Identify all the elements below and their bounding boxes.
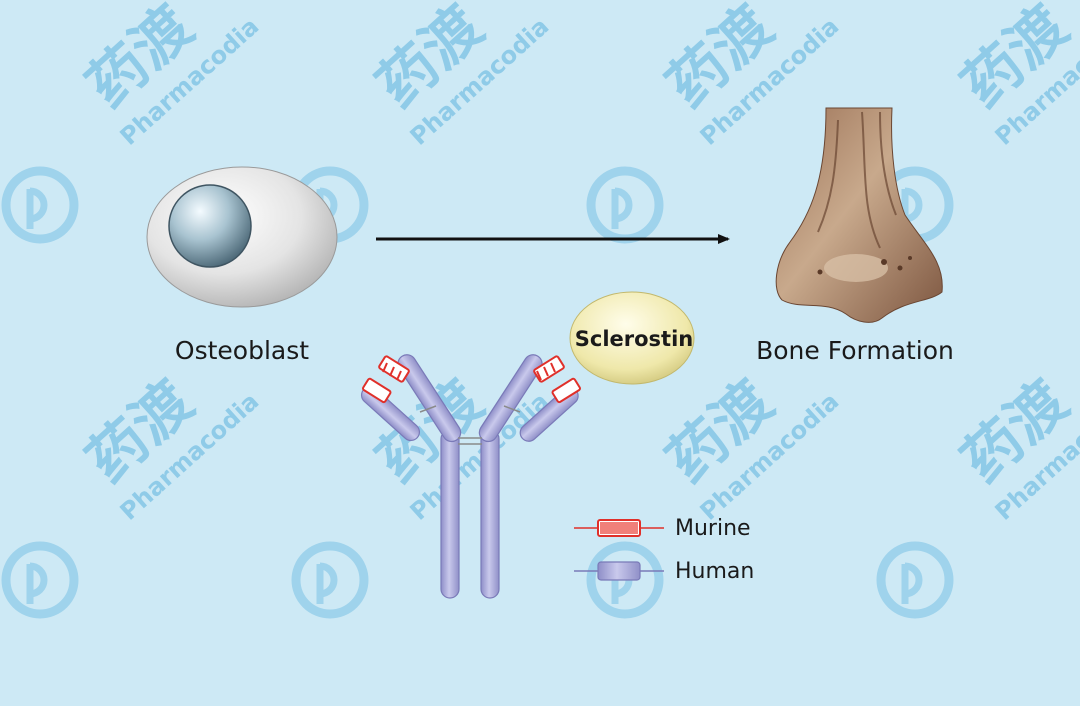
disulfide-bonds — [419, 405, 521, 445]
watermark-logo — [876, 541, 954, 619]
legend-label-human: Human — [675, 559, 754, 584]
osteoblast-cell — [146, 166, 338, 308]
legend-item-human: Human — [574, 559, 754, 584]
watermark-logo — [1, 166, 79, 244]
watermark-logo — [1, 541, 79, 619]
sclerostin-molecule — [569, 291, 695, 385]
osteoblast-nucleus — [168, 184, 252, 268]
sclerostin-label: Sclerostin — [575, 327, 693, 351]
legend-label-murine: Murine — [675, 516, 751, 541]
bone-formation-label: Bone Formation — [756, 336, 954, 365]
legend-item-murine: Murine — [574, 516, 751, 541]
legend: Murine Human — [574, 516, 754, 584]
watermark-layer: 药渡 Pharmacodia 药渡 Pharmacodia 药渡 Pharmac… — [1, 0, 1080, 619]
watermark-logo — [586, 166, 664, 244]
bone-image — [775, 107, 943, 323]
murine-stripes — [382, 362, 556, 381]
osteoblast-label: Osteoblast — [175, 336, 309, 365]
watermark-logo — [291, 541, 369, 619]
